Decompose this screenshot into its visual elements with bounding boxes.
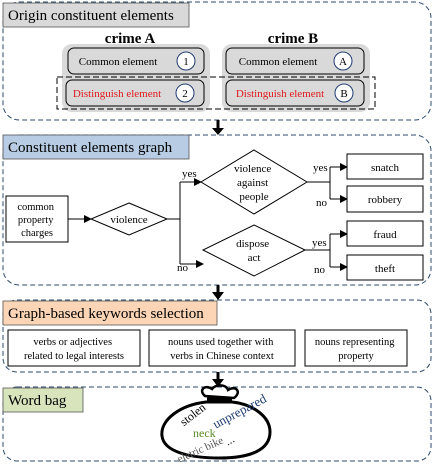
node-dispose-act — [201, 224, 307, 277]
keyword-box-2-text: nouns used together with verbs in Chines… — [168, 337, 276, 362]
badge-b — [334, 83, 354, 103]
label-yes-2: yes — [313, 162, 328, 174]
crime-b-distinguish-label: Distinguish element — [236, 88, 324, 100]
keyword-box-1 — [7, 329, 141, 367]
label-no-2: no — [316, 197, 328, 209]
section-graph-header — [2, 134, 190, 160]
flow-arrowhead-3 — [212, 379, 224, 387]
badge-2-label: 2 — [182, 88, 188, 100]
node-common-property-charges — [5, 195, 69, 243]
badge-a — [333, 51, 353, 71]
node-theft-label: theft — [375, 263, 395, 275]
node-robbery — [346, 185, 424, 213]
crime-a-common-box — [67, 47, 205, 75]
keyword-box-1-text: verbs or adjectives related to legal int… — [24, 337, 124, 362]
crime-a-distinguish-label: Distinguish element — [73, 88, 161, 100]
word-bag-icon — [160, 384, 272, 460]
node-fraud-label: fraud — [373, 229, 397, 241]
badge-a-label: A — [339, 56, 347, 68]
keyword-box-2 — [148, 329, 296, 367]
keyword-box-3 — [304, 329, 408, 367]
node-vap-text: violence against people — [234, 163, 274, 203]
node-violence-against-people — [200, 149, 308, 215]
node-snatch-label: snatch — [371, 162, 400, 174]
badge-2 — [175, 83, 195, 103]
node-violence — [89, 202, 169, 236]
bag-word-neck: neck — [193, 426, 216, 440]
badge-1-label: 1 — [183, 56, 189, 68]
crime-b-title: crime B — [268, 31, 318, 47]
node-theft — [346, 254, 424, 281]
flow-arrowhead-1 — [212, 128, 224, 135]
section-origin-title: Origin constituent elements — [8, 8, 174, 24]
node-start-text: common property charges — [17, 202, 56, 239]
crime-a-title: crime A — [105, 31, 156, 47]
node-dispose-text: dispose act — [236, 238, 272, 264]
keyword-box-3-text: nouns representing property — [315, 337, 397, 362]
section-wordbag-title: Word bag — [8, 393, 67, 409]
section-origin-header — [2, 2, 190, 28]
label-no-1: no — [177, 262, 189, 274]
section-graph-title: Constituent elements graph — [8, 140, 173, 156]
node-snatch — [346, 153, 424, 180]
label-no-3: no — [314, 264, 326, 276]
crime-a-common-label: Common element — [79, 56, 158, 68]
section-keywords-header — [2, 300, 218, 326]
distinguish-dashed-frame — [56, 76, 376, 110]
flow-arrowhead-2 — [212, 292, 224, 300]
crime-b-distinguish-box — [225, 79, 365, 107]
crime-a-distinguish-box — [65, 79, 205, 107]
section-keywords-frame — [2, 299, 432, 373]
node-violence-label: violence — [110, 214, 147, 226]
label-yes-3: yes — [312, 237, 327, 249]
section-keywords-title: Graph-based keywords selection — [8, 306, 204, 322]
label-yes-1: yes — [182, 168, 197, 180]
crime-b-common-label: Common element — [239, 56, 318, 68]
badge-1 — [176, 51, 196, 71]
crime-b-common-box — [225, 47, 365, 75]
section-wordbag-header — [2, 387, 84, 413]
badge-b-label: B — [340, 88, 347, 100]
node-fraud — [346, 220, 424, 247]
node-robbery-label: robbery — [368, 194, 403, 206]
